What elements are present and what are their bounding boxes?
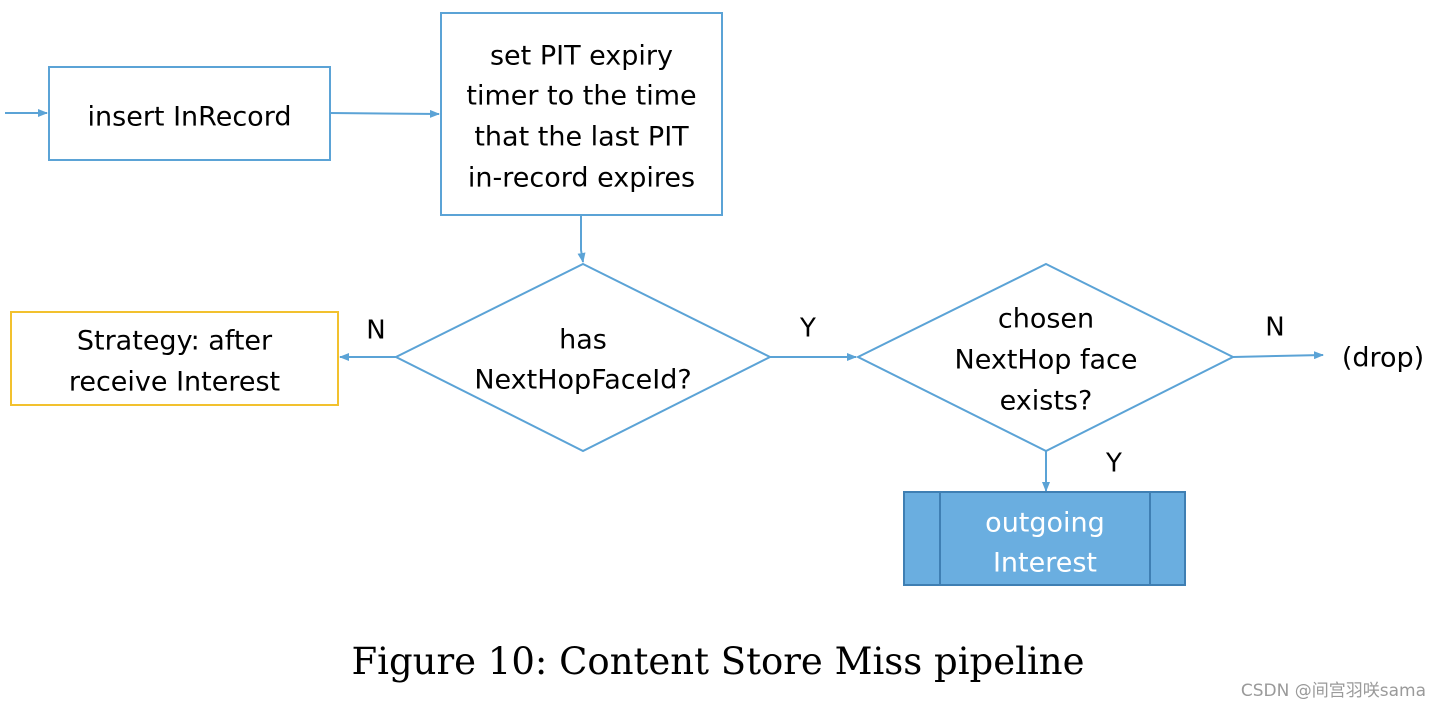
edge-label-has-no: N [366,316,385,346]
set-pit-expiry-line-3: that the last PIT [474,122,689,153]
edge-label-chosen-no: N [1265,313,1284,343]
watermark: CSDN @间宫羽咲sama [1240,681,1426,701]
has-nexthopfaceid-decision [393,262,773,453]
chosen-nexthop-face-line-2: NextHop face [955,345,1138,376]
chosen-nexthop-face-line-3: exists? [1000,386,1093,417]
has-nexthopfaceid-line-1: has [559,325,607,356]
strategy-box [10,311,339,406]
chosen-nexthop-face-line-1: chosen [998,304,1094,335]
insert-inrecord-label: insert InRecord [88,102,292,133]
arrow-setpit-to-has [577,216,586,263]
outgoing-interest-line-2: Interest [993,548,1097,579]
outgoing-interest-process [903,491,1186,586]
strategy-line-1: Strategy: after [77,326,273,357]
set-pit-expiry-line-4: in-record expires [468,163,695,194]
figure-caption: Figure 10: Content Store Miss pipeline [351,640,1085,683]
outgoing-interest-line-1: outgoing [985,508,1105,539]
drop-terminal: (drop) [1342,343,1424,374]
has-nexthopfaceid-line-2: NextHopFaceId? [474,365,691,396]
arrow-chosen-to-drop [1232,351,1324,360]
edge-label-has-yes: Y [799,314,816,344]
chosen-nexthop-face-decision [855,262,1236,453]
set-pit-expiry-line-2: timer to the time [466,81,696,112]
insert-inrecord-box [48,66,331,161]
edge-label-chosen-yes: Y [1105,449,1122,479]
set-pit-expiry-box [440,12,723,216]
strategy-line-2: receive Interest [69,367,280,398]
arrow-insert-to-setpit [329,109,440,118]
set-pit-expiry-line-1: set PIT expiry [490,41,673,72]
